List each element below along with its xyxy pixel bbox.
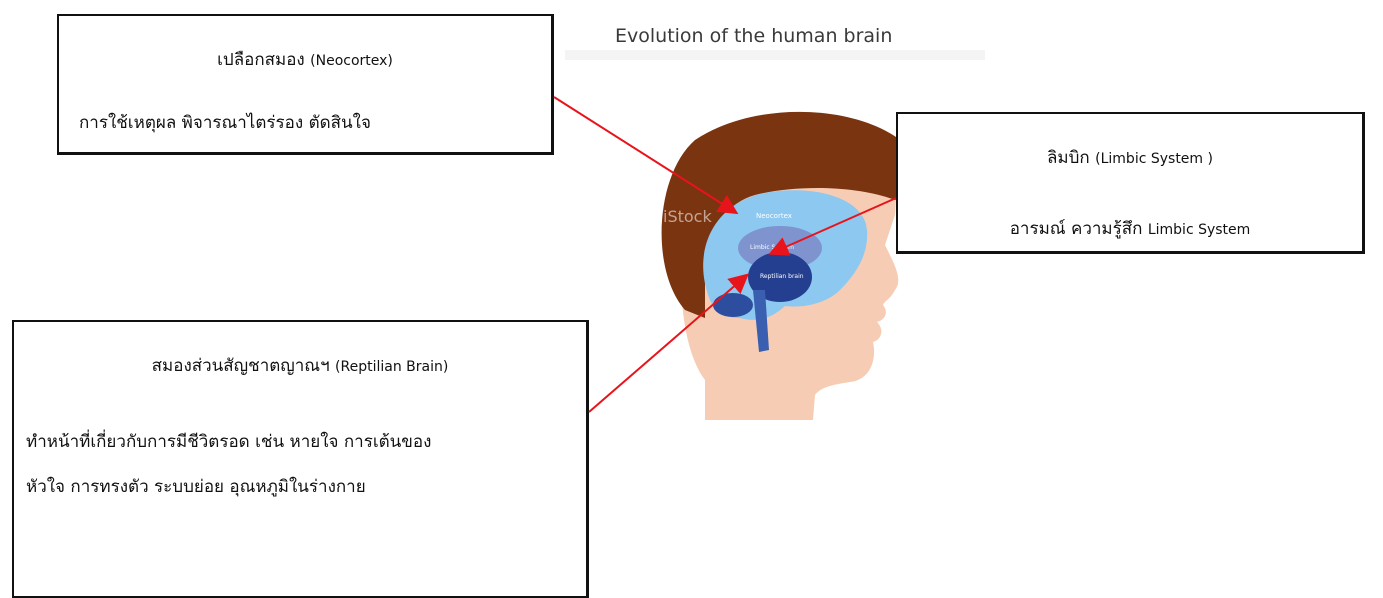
- limbic-heading-th: ลิมบิก: [1047, 148, 1090, 168]
- watermark-text: iStock: [663, 207, 712, 226]
- figure-title: Evolution of the human brain: [615, 25, 892, 47]
- cerebellum: [713, 293, 753, 317]
- neocortex-callout-box: เปลือกสมอง (Neocortex) การใช้เหตุผล พิจา…: [57, 14, 554, 155]
- limbic-heading: ลิมบิก (Limbic System ): [898, 144, 1362, 171]
- limbic-description: อารมณ์ ความรู้สึก Limbic System: [898, 215, 1362, 242]
- limbic-description-th: อารมณ์ ความรู้สึก: [1010, 219, 1143, 239]
- reptilian-heading-th: สมองส่วนสัญชาตญาณฯ: [152, 356, 330, 376]
- reptilian-heading: สมองส่วนสัญชาตญาณฯ (Reptilian Brain): [14, 352, 586, 379]
- limbic-description-en: Limbic System: [1148, 222, 1250, 238]
- reptilian-callout-box: สมองส่วนสัญชาตญาณฯ (Reptilian Brain) ทำห…: [12, 320, 589, 598]
- limbic-heading-en: (Limbic System ): [1095, 151, 1213, 167]
- reptilian-figure-label: Reptilian brain: [760, 273, 804, 280]
- reptilian-description-line-2: หัวใจ การทรงตัว ระบบย่อย อุณหภูมิในร่างก…: [26, 473, 366, 500]
- reptilian-description-line-1: ทำหน้าที่เกี่ยวกับการมีชีวิตรอด เช่น หาย…: [26, 428, 431, 455]
- neocortex-description: การใช้เหตุผล พิจารณาไตร่รอง ตัดสินใจ: [79, 109, 371, 136]
- neocortex-heading-en: (Neocortex): [310, 53, 393, 69]
- limbic-figure-label: Limbic System: [750, 244, 794, 251]
- reptilian-heading-en: (Reptilian Brain): [335, 359, 448, 375]
- neocortex-heading: เปลือกสมอง (Neocortex): [59, 46, 551, 73]
- neocortex-figure-label: Neocortex: [756, 212, 792, 220]
- watermark-band: [565, 50, 985, 60]
- neocortex-heading-th: เปลือกสมอง: [217, 50, 305, 70]
- limbic-callout-box: ลิมบิก (Limbic System ) อารมณ์ ความรู้สึ…: [896, 112, 1365, 254]
